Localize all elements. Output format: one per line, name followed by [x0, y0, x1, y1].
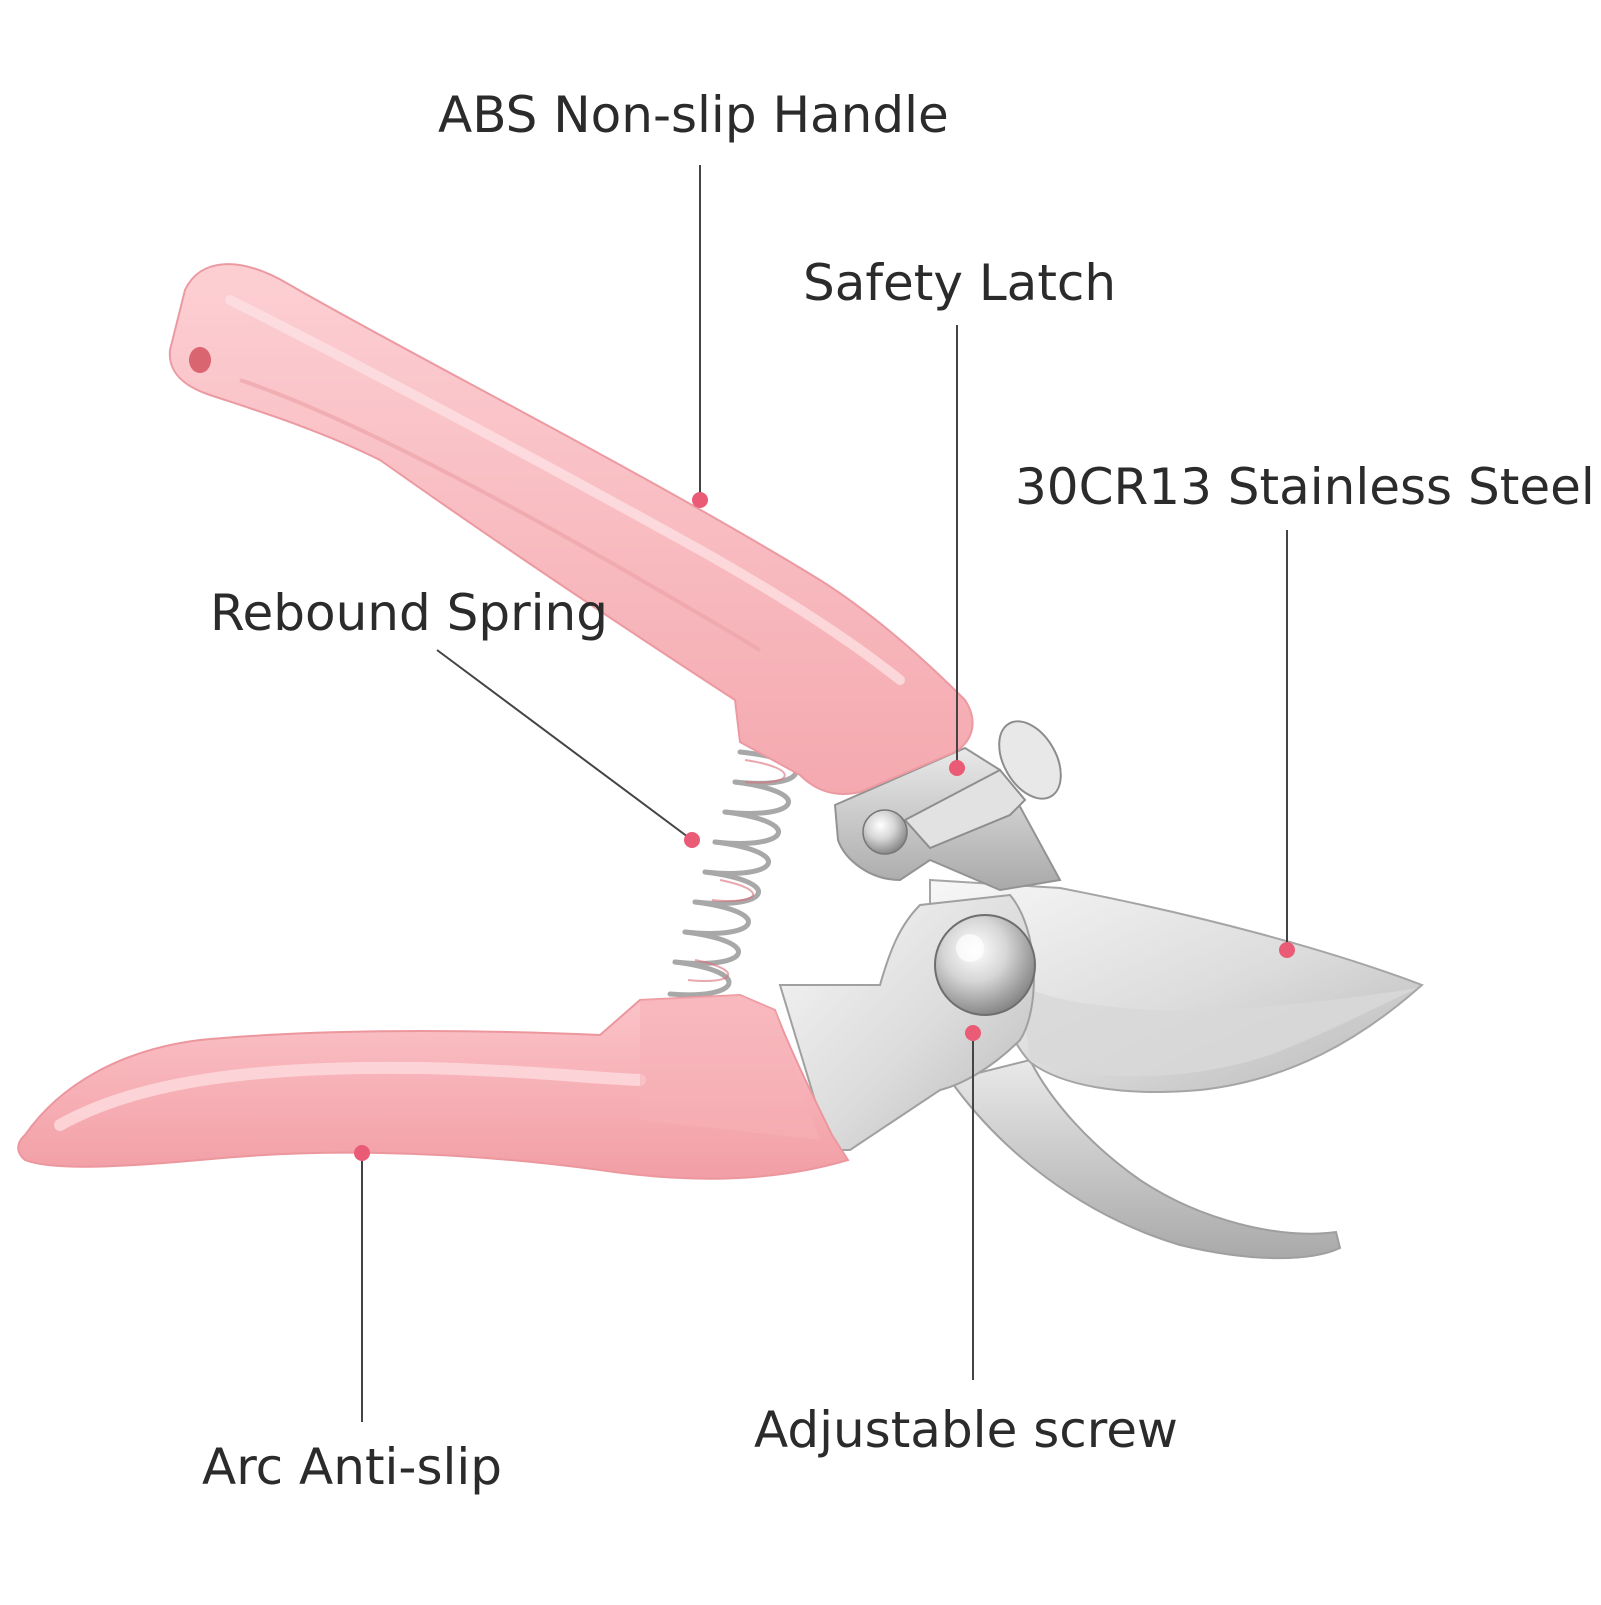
blade-bevel: [1020, 985, 1418, 1077]
dot-spring: [684, 832, 700, 848]
label-arc-anti-slip: Arc Anti-slip: [202, 1438, 503, 1496]
latch-rivet: [862, 809, 908, 855]
label-stainless-steel: 30CR13 Stainless Steel: [1015, 458, 1595, 516]
lower-blade: [948, 1058, 1342, 1260]
marker-dots: [354, 492, 1295, 1161]
pivot-screw: [934, 914, 1036, 1016]
rebound-spring: [667, 749, 799, 998]
dot-screw: [965, 1025, 981, 1041]
upper-handle: [168, 263, 974, 796]
dot-latch: [949, 760, 965, 776]
screw-glint: [956, 934, 984, 962]
latch-lever: [903, 768, 1027, 850]
upper-handle-highlight: [225, 295, 905, 685]
upper-handle-groove: [239, 378, 762, 652]
latch-knob: [998, 720, 1062, 800]
lower-handle-bolster: [640, 995, 820, 1140]
label-safety-latch: Safety Latch: [803, 254, 1117, 312]
leader-lines: [361, 165, 1288, 1422]
dot-steel: [1279, 942, 1295, 958]
label-abs-handle: ABS Non-slip Handle: [438, 86, 949, 144]
label-adjustable-screw: Adjustable screw: [754, 1401, 1178, 1459]
dot-handle: [692, 492, 708, 508]
lower-handle-highlight: [54, 1061, 646, 1131]
dot-arc: [354, 1145, 370, 1161]
leader-spring: [436, 649, 693, 841]
label-rebound-spring: Rebound Spring: [210, 584, 608, 642]
hang-hole: [189, 347, 211, 373]
spring-shading: [687, 759, 786, 982]
